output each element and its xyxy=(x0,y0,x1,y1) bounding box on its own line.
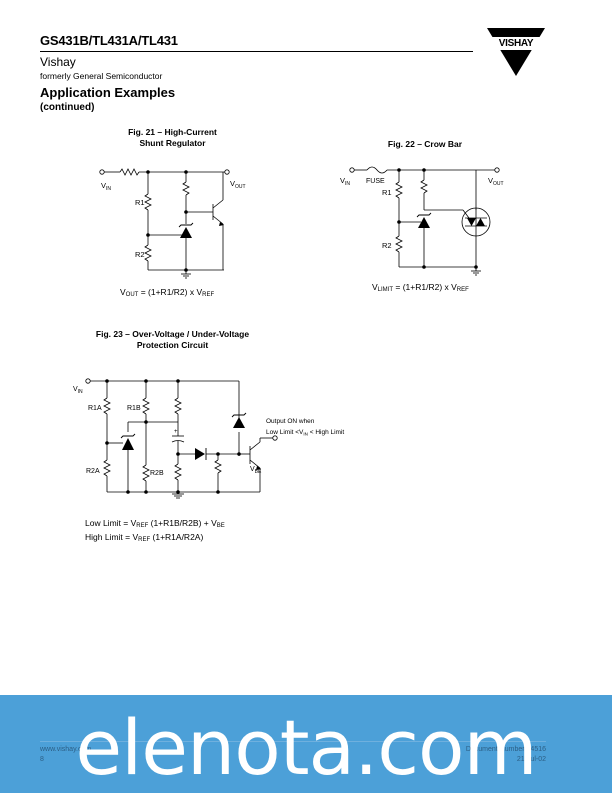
footer-right: Document Number 74516 21-Jul-02 xyxy=(440,745,546,765)
company-name: Vishay xyxy=(40,55,76,69)
fig23-schematic: + VIN R1A R1B R2A R2B VBE Output ON when… xyxy=(73,378,344,499)
fig23-low-limit: Low Limit = VREF (1+R1B/R2B) + VBE xyxy=(85,518,225,529)
fig22-schematic: VIN FUSE VOUT R1 R2 xyxy=(340,166,504,276)
fig22-r1-label: R1 xyxy=(382,188,392,197)
low-limit-sub2: BE xyxy=(216,523,225,529)
fig21-title-line2: Shunt Regulator xyxy=(139,138,206,148)
fig22-vout-label: VOUT xyxy=(488,176,504,187)
logo-text: VISHAY xyxy=(498,38,534,49)
fig23-title-line2: Protection Circuit xyxy=(136,340,209,350)
fig23-r2b-label: R2B xyxy=(150,470,164,477)
high-limit-sub1: REF xyxy=(138,537,151,543)
fig21-title: Fig. 21 – High-Current Shunt Regulator xyxy=(100,127,245,149)
formerly-note: formerly General Semiconductor xyxy=(40,71,163,81)
fig23-title-line1: Fig. 23 – Over-Voltage / Under-Voltage xyxy=(95,329,250,339)
fig22-formula: VLIMIT = (1+R1/R2) x VREF xyxy=(372,282,469,293)
low-limit-a: Low Limit = V xyxy=(85,518,137,528)
fig21-formula-a-sub: OUT xyxy=(125,292,139,298)
footer-doc-number: Document Number 74516 xyxy=(465,746,546,753)
fig22-formula-a: V xyxy=(372,282,378,292)
fig23-r2a-label: R2A xyxy=(86,468,100,475)
fig23-high-limit: High Limit = VREF (1+R1A/R2A) xyxy=(85,532,203,543)
fig21-schematic: VIN VOUT R1 R2 xyxy=(99,168,246,279)
section-title: Application Examples xyxy=(40,85,176,100)
fig21-r2-label: R2 xyxy=(135,250,145,259)
document-title: GS431B/TL431A/TL431 xyxy=(40,33,178,48)
footer-date: 21-Jul-02 xyxy=(516,756,546,763)
header-rule xyxy=(40,51,473,52)
fig22-vin-label: VIN xyxy=(340,176,350,187)
fig22-title: Fig. 22 – Crow Bar xyxy=(387,139,463,149)
fig23-r1b-label: R1B xyxy=(127,405,141,412)
fig21-title-line1: Fig. 21 – High-Current xyxy=(128,127,217,137)
fig21-formula-b: = (1+R1/R2) x V xyxy=(138,287,203,297)
fig23-r1a-label: R1A xyxy=(88,405,102,412)
fig23-output-line1: Output ON when xyxy=(266,418,315,425)
low-limit-sub1: REF xyxy=(136,523,149,529)
footer-band xyxy=(0,695,612,793)
section-continued: (continued) xyxy=(40,102,95,113)
fig22-formula-a-sub: LIMIT xyxy=(377,287,394,293)
high-limit-b: (1+R1A/R2A) xyxy=(150,532,204,542)
fig22-formula-b: = (1+R1/R2) x V xyxy=(393,282,457,292)
vishay-logo-icon xyxy=(487,28,545,76)
low-limit-b: (1+R1B/R2B) + V xyxy=(148,518,217,528)
fig21-formula-a: V xyxy=(120,287,126,297)
footer-page-number: 8 xyxy=(40,756,44,763)
footer-website-link[interactable]: www.vishay.com xyxy=(40,746,92,753)
watermark-text: elenota.com xyxy=(75,703,537,792)
fig21-r1-label: R1 xyxy=(135,198,145,207)
footer-left: www.vishay.com 8 xyxy=(40,745,91,765)
fig21-vout-label: VOUT xyxy=(230,179,246,190)
fig23-vbe-label: VBE xyxy=(250,466,262,475)
fig22-r2-label: R2 xyxy=(382,241,392,250)
fig21-vin-label: VIN xyxy=(101,181,111,192)
footer-rule xyxy=(40,741,546,742)
fig23-vin-label: VIN xyxy=(73,386,83,395)
high-limit-a: High Limit = V xyxy=(85,532,139,542)
cap-plus-sign: + xyxy=(174,429,178,435)
fig21-formula: VOUT = (1+R1/R2) x VREF xyxy=(120,287,214,298)
fig21-formula-b-sub: REF xyxy=(202,292,215,298)
fig22-formula-b-sub: REF xyxy=(456,287,469,293)
fig23-title: Fig. 23 – Over-Voltage / Under-Voltage P… xyxy=(80,329,265,351)
fig23-output-line2: Low Limit <VIN < High Limit xyxy=(266,429,344,437)
fig22-fuse-label: FUSE xyxy=(366,178,385,185)
